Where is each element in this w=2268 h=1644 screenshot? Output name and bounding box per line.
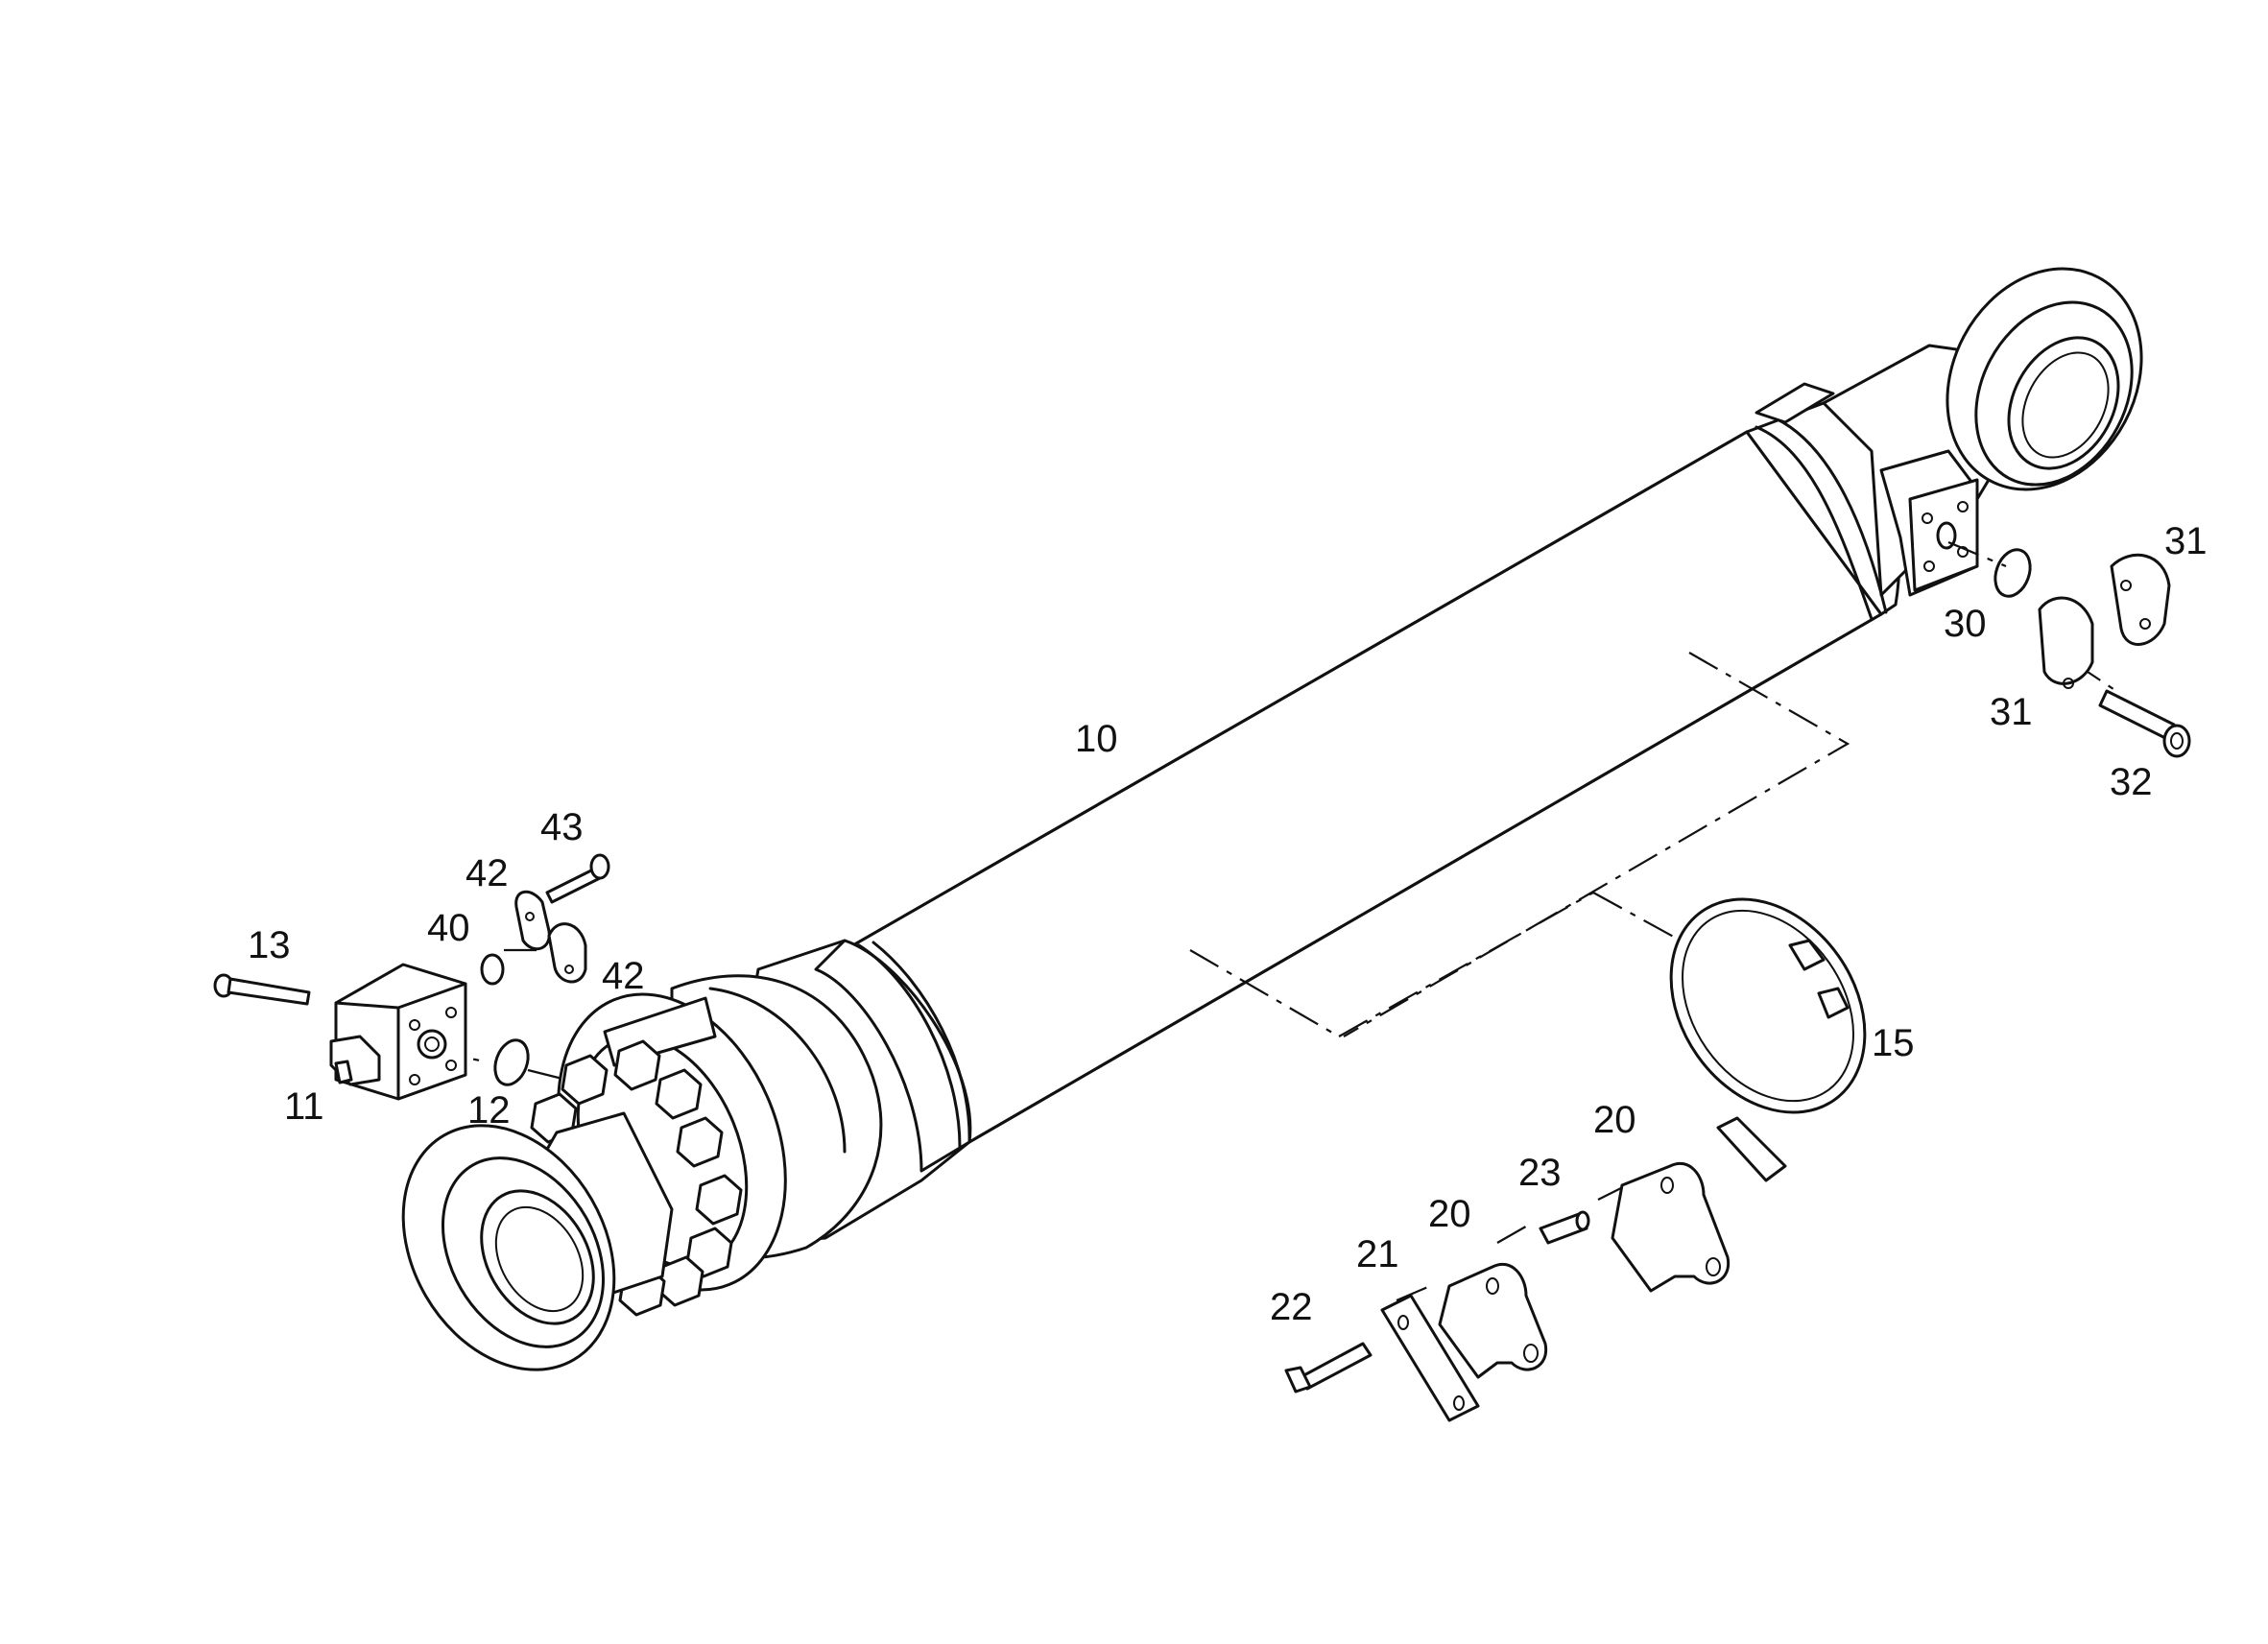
part-31-flange-half-upper — [2110, 553, 2171, 646]
part-20-clamp-half-left — [1438, 1262, 1548, 1379]
part-42-flange-half-lower — [547, 922, 587, 984]
front-eye-mount — [401, 1111, 674, 1371]
callout-30: 30 — [1944, 603, 1987, 645]
callout-11: 11 — [284, 1085, 324, 1128]
callout-31-lower: 31 — [1990, 691, 2033, 733]
part-20-clamp-half-right — [1611, 1161, 1731, 1293]
callout-40: 40 — [427, 907, 470, 949]
callout-20-lower: 20 — [1428, 1193, 1471, 1235]
callout-15: 15 — [1872, 1022, 1915, 1064]
part-23-pin — [1539, 1210, 1590, 1245]
callout-42-upper: 42 — [466, 852, 509, 894]
callout-20-upper: 20 — [1593, 1099, 1636, 1141]
part-31-flange-half-lower — [2038, 596, 2094, 689]
part-11-valve-block — [329, 963, 467, 1101]
callout-21: 21 — [1356, 1233, 1399, 1275]
part-30-oring — [1993, 548, 2032, 598]
callout-12: 12 — [467, 1089, 511, 1132]
callout-13: 13 — [248, 924, 291, 966]
callout-32: 32 — [2110, 761, 2153, 803]
rear-eye-mount — [1822, 267, 2143, 597]
part-40-oring — [480, 953, 505, 986]
part-42-flange-half-upper — [514, 890, 551, 951]
assembly-lines — [431, 540, 2117, 1302]
callout-22: 22 — [1270, 1286, 1313, 1328]
part-22-bolt — [1284, 1342, 1373, 1394]
callout-31-upper: 31 — [2164, 520, 2208, 562]
rear-port-block — [1879, 449, 1979, 597]
callout-43: 43 — [540, 806, 584, 848]
callout-10: 10 — [1075, 718, 1118, 760]
part-21-plate — [1380, 1294, 1480, 1422]
callout-42-lower: 42 — [602, 955, 645, 997]
callout-labels: 10 11 12 13 15 20 20 21 22 23 30 31 31 3… — [248, 520, 2208, 1328]
part-43-bolt — [545, 853, 610, 904]
part-13-bolt — [213, 973, 311, 1006]
part-15-clamp-band — [1669, 897, 1867, 1182]
callout-23: 23 — [1518, 1152, 1562, 1194]
part-32-bolt — [2098, 689, 2191, 758]
part-12-oring — [493, 1038, 530, 1086]
